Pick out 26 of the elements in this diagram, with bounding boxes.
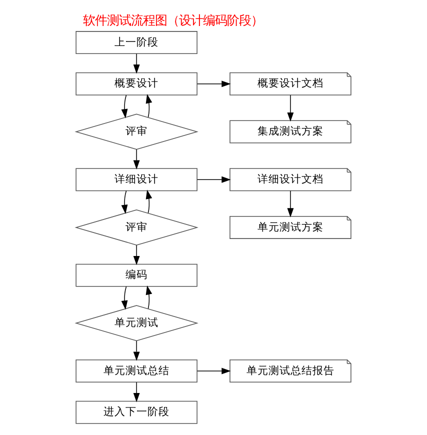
arrow xyxy=(196,80,231,88)
node-diamond: 评审 xyxy=(74,209,198,246)
node-box: 概要设计 xyxy=(76,72,198,96)
node-box: 详细设计 xyxy=(76,168,198,192)
diagram-title: 软件测试流程图（设计编码阶段） xyxy=(82,13,263,28)
arrow xyxy=(196,176,231,183)
arrow xyxy=(146,190,152,214)
arrow xyxy=(133,382,140,402)
node-box: 单元测试总结 xyxy=(76,360,198,382)
node-box: 进入下一阶段 xyxy=(76,400,198,424)
arrow xyxy=(121,190,128,214)
arrow xyxy=(133,53,140,74)
node-diamond: 单元测试 xyxy=(74,305,198,342)
arrow xyxy=(196,368,231,374)
node-box: 编码 xyxy=(76,264,198,287)
node-diamond: 评审 xyxy=(74,114,198,150)
arrow xyxy=(133,340,140,361)
arrow xyxy=(287,190,294,218)
arrow xyxy=(133,244,140,266)
arrow xyxy=(146,285,152,309)
arrow xyxy=(133,149,140,170)
arrow xyxy=(121,94,128,118)
arrow xyxy=(121,286,128,310)
arrow xyxy=(287,94,294,122)
node-box: 上一阶段 xyxy=(76,31,198,54)
arrow xyxy=(146,94,152,118)
